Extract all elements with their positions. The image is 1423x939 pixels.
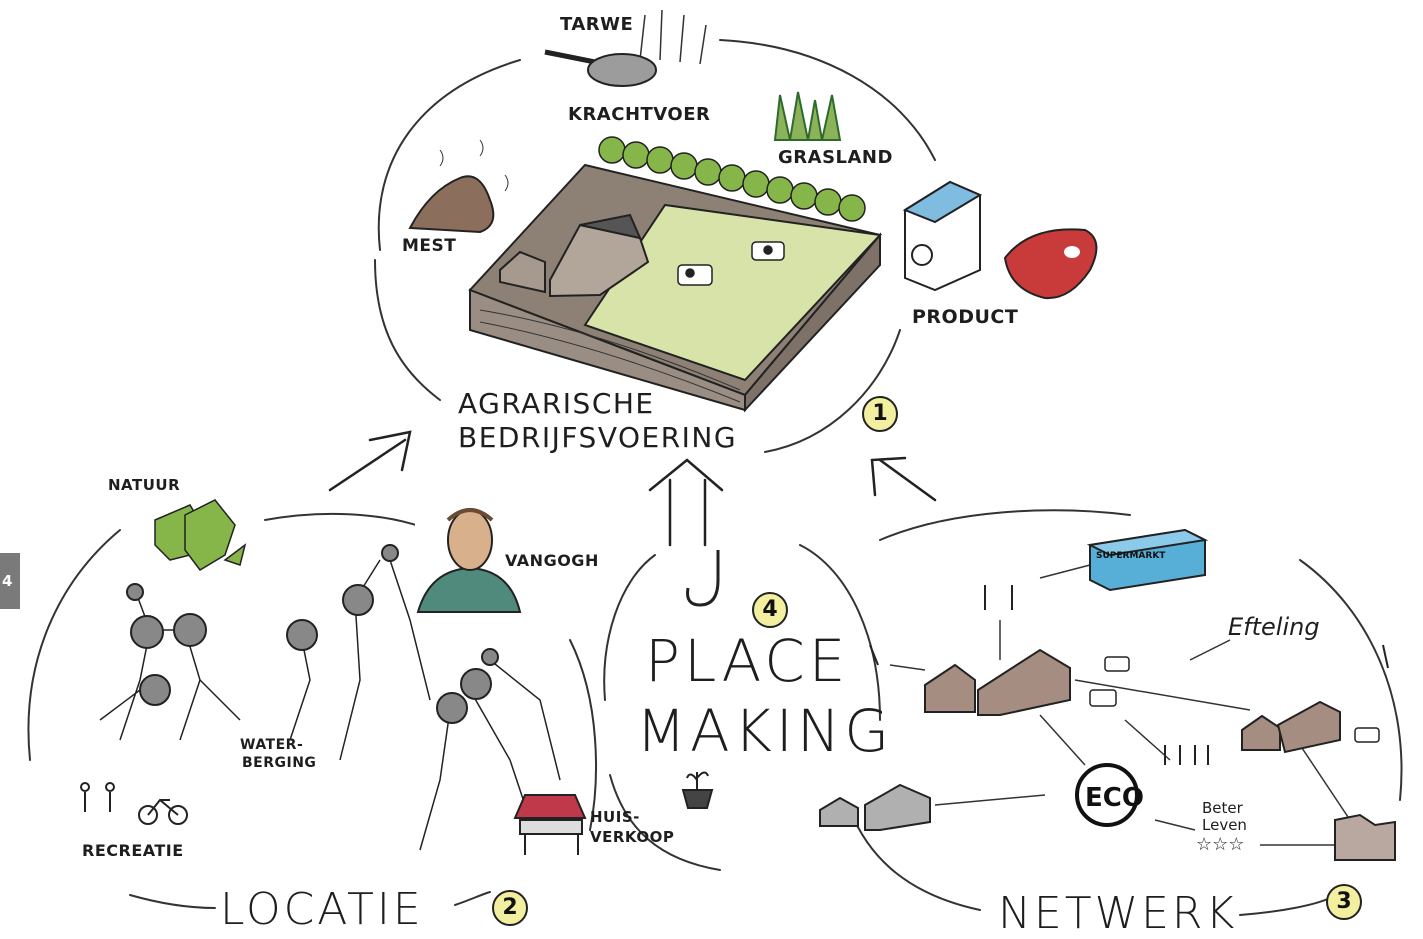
placemaking-title-line2: MAKING <box>636 697 894 765</box>
side-page-tab: 4 <box>0 553 20 609</box>
recreation-label: RECREATIE <box>82 841 184 860</box>
location-title: LOCATIE <box>220 884 424 935</box>
plant-pot-icon <box>681 771 714 809</box>
wheat-label: TARWE <box>560 14 634 35</box>
farming-title-line1: AGRARISCHE <box>458 387 655 420</box>
tree-row <box>598 136 866 222</box>
market-stall-icon <box>513 794 587 855</box>
farm-plot-illustration <box>468 136 883 413</box>
network-arcs <box>849 509 1403 916</box>
supermarket-label: SUPERMARKT <box>1096 551 1166 561</box>
manure-label: MEST <box>402 236 457 256</box>
water-storage-balls <box>126 544 499 724</box>
farm-buildings <box>499 213 650 298</box>
better-life-stars: ☆☆☆ <box>1196 834 1245 855</box>
efteling-logo-text: Efteling <box>1228 613 1320 641</box>
network-links <box>889 564 1351 846</box>
grassland-label: GRASLAND <box>778 147 893 168</box>
placemaking-arcs <box>603 544 881 871</box>
meat-icon <box>1003 228 1098 300</box>
wheat-icon <box>639 9 707 65</box>
concentrate-label: KRACHTVOER <box>568 104 711 125</box>
van-gogh-label: VANGOGH <box>505 551 599 570</box>
network-people-icons <box>869 585 1389 765</box>
water-storage-label-line2: BERGING <box>242 755 317 771</box>
arrows-to-farming <box>328 430 937 547</box>
network-cow-icons <box>1089 656 1380 743</box>
feed-scoop-icon <box>544 49 657 87</box>
number-badge-4: 4 <box>752 592 788 628</box>
water-storage-root-network <box>99 559 561 851</box>
farm-sale-label-line1: HUIS- <box>590 808 640 826</box>
top-cycle-arcs <box>374 39 936 453</box>
nature-label: NATUUR <box>108 476 181 494</box>
number-badge-2: 2 <box>492 890 528 926</box>
water-storage-label-line1: WATER- <box>240 737 304 753</box>
eco-logo-text: ECO <box>1085 783 1144 813</box>
cow-icon <box>677 241 785 286</box>
manure-icon <box>408 139 509 234</box>
product-label: PRODUCT <box>912 306 1019 328</box>
better-life-label-line2: Leven <box>1202 816 1247 834</box>
milk-carton-icon <box>902 180 983 292</box>
grass-icon <box>773 91 842 141</box>
placemaking-title-line1: PLACE <box>645 627 850 695</box>
eco-logo <box>1075 763 1139 827</box>
farm-sale-label-line2: VERKOOP <box>590 828 675 846</box>
supermarket-building <box>1086 528 1209 592</box>
van-gogh-portrait <box>415 500 522 615</box>
recreation-people-bike-icon <box>80 782 188 825</box>
location-arcs <box>27 512 597 909</box>
farming-title-line2: BEDRIJFSVOERING <box>458 421 738 454</box>
nature-trees-icon <box>154 499 247 571</box>
number-badge-1: 1 <box>862 396 898 432</box>
hook-icon <box>686 550 720 607</box>
network-farm-buildings <box>819 648 1396 861</box>
number-badge-3: 3 <box>1326 884 1362 920</box>
network-title: NETWERK <box>998 888 1238 939</box>
better-life-label-line1: Beter <box>1202 799 1243 817</box>
